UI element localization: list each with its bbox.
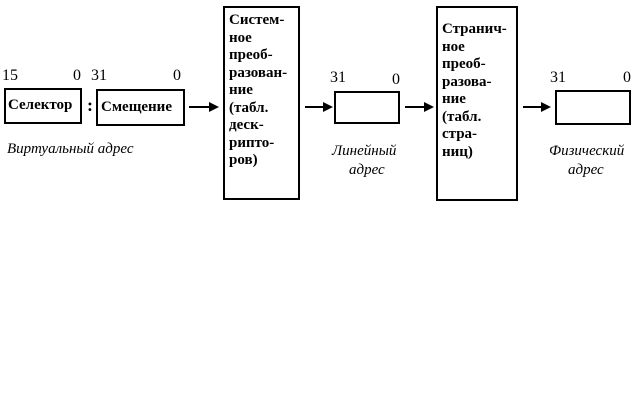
selector-bit-low: 0: [73, 67, 81, 84]
page-translation-line: стра-: [442, 126, 478, 142]
page-translation-line: ние: [442, 91, 466, 107]
offset-bit-high: 31: [91, 67, 107, 84]
page-translation-line: ное: [442, 38, 465, 55]
linear-address-field: [334, 91, 400, 124]
page-translation-line: преоб-: [442, 56, 486, 72]
selector-bit-high: 15: [2, 67, 18, 84]
arrow-to-physical-address: [523, 102, 551, 112]
selector-label: Селектор: [8, 97, 73, 113]
offset-bit-low: 0: [173, 67, 181, 84]
virtual-address-caption: Виртуальный адрес: [7, 141, 134, 157]
selector-offset-separator: :: [87, 95, 93, 115]
offset-label: Смещение: [101, 99, 172, 115]
arrow-to-segment-translation: [189, 102, 219, 112]
segment-translation-line: Систем-: [229, 12, 285, 28]
selector-field: Селектор: [4, 88, 82, 124]
segment-translation-line: разован-: [229, 64, 288, 81]
arrow-to-linear-address: [305, 102, 333, 112]
physical-bit-low: 0: [623, 69, 631, 86]
segment-translation-line: ние: [229, 82, 253, 98]
linear-address-caption-line2: адрес: [349, 162, 385, 178]
segment-translation-line: (табл.: [229, 99, 269, 116]
segment-translation-line: ное: [229, 29, 252, 46]
offset-field: Смещение: [96, 89, 185, 126]
physical-address-caption-line1: Физический: [549, 143, 625, 159]
linear-bit-high: 31: [330, 69, 346, 86]
physical-bit-high: 31: [550, 69, 566, 86]
page-translation-line: разова-: [442, 73, 492, 90]
page-translation-line: ниц): [442, 143, 473, 160]
segment-translation-line: ров): [229, 152, 258, 168]
segment-translation-line: преоб-: [229, 47, 273, 63]
page-translation-line: (табл.: [442, 108, 482, 125]
page-translation-line: Странич-: [442, 21, 507, 37]
arrow-to-page-translation: [405, 102, 434, 112]
segment-translation-line: деск-: [229, 117, 264, 133]
linear-address-caption-line1: Линейный: [332, 143, 397, 159]
physical-address-caption-line2: адрес: [568, 162, 604, 178]
segment-translation-line: рипто-: [229, 134, 275, 151]
physical-address-field: [555, 90, 631, 125]
linear-bit-low: 0: [392, 71, 400, 88]
